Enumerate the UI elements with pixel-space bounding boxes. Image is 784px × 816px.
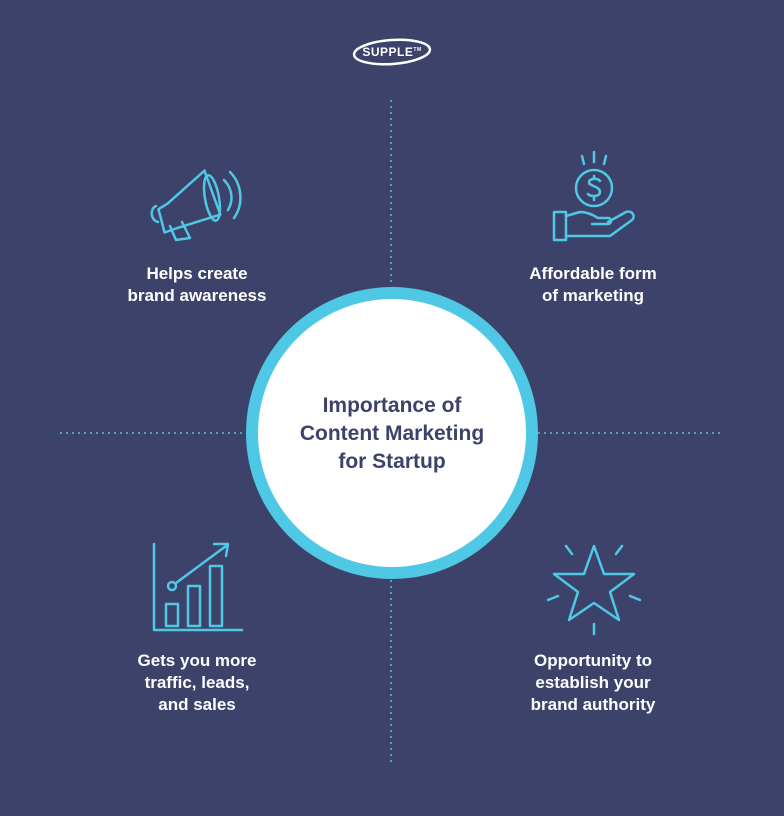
logo-wordmark: SUPPLE xyxy=(362,45,414,59)
center-title: Importance of Content Marketing for Star… xyxy=(258,392,526,476)
supple-logo: SUPPLETM xyxy=(352,36,432,68)
label-line: and sales xyxy=(158,695,236,714)
logo-text: SUPPLETM xyxy=(352,36,432,68)
center-circle xyxy=(258,299,526,567)
center-title-line: Importance of xyxy=(322,394,462,417)
logo-swoosh-icon xyxy=(352,38,432,66)
growth-chart-icon xyxy=(152,542,244,632)
vertical-divider-top xyxy=(390,100,392,286)
vertical-divider-bottom xyxy=(390,580,392,766)
megaphone-icon xyxy=(150,169,242,242)
label-line: Affordable form xyxy=(529,264,657,283)
label-line: brand authority xyxy=(530,695,656,714)
label-line: Helps create xyxy=(146,264,248,283)
label-line: establish your xyxy=(535,673,651,692)
center-title-line: Content Marketing xyxy=(299,422,485,445)
dollar-hand-icon xyxy=(552,150,635,242)
horizontal-divider-left xyxy=(60,432,246,434)
label-brand-awareness: Helps create brand awareness xyxy=(92,263,302,307)
label-line: Opportunity to xyxy=(533,651,653,670)
label-authority: Opportunity to establish your brand auth… xyxy=(488,650,698,716)
label-line: of marketing xyxy=(541,286,645,305)
label-line: brand awareness xyxy=(127,286,267,305)
label-affordable: Affordable form of marketing xyxy=(488,263,698,307)
center-title-line: for Startup xyxy=(338,450,446,473)
horizontal-divider-right xyxy=(538,432,724,434)
label-traffic: Gets you more traffic, leads, and sales xyxy=(92,650,302,716)
label-line: traffic, leads, xyxy=(144,673,250,692)
label-line: Gets you more xyxy=(137,651,257,670)
logo-trademark: TM xyxy=(413,47,422,53)
star-icon xyxy=(546,544,642,636)
